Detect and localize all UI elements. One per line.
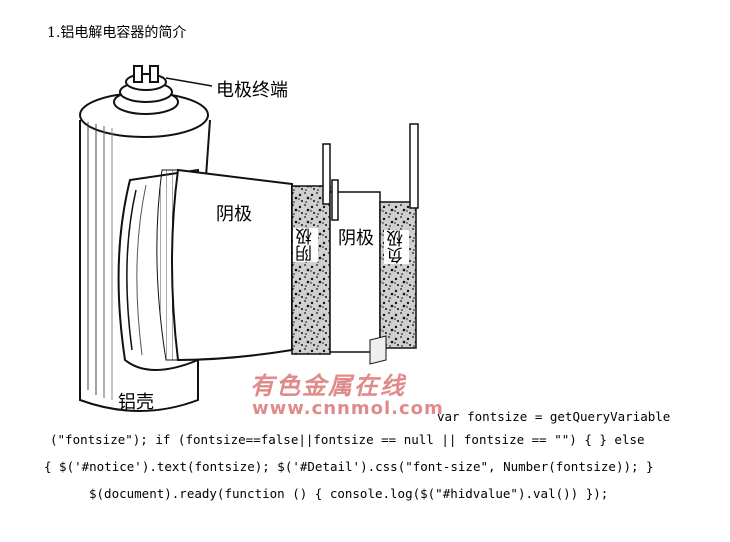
electrode-terminal-shape (113, 65, 213, 115)
script-line: ("fontsize"); if (fontsize==false||fonts… (50, 432, 645, 447)
label-electrode-terminal: 电极终端 (216, 80, 288, 101)
label-cathode-foil: 阴极 (216, 204, 252, 225)
script-line: $(document).ready(function () { console.… (89, 486, 609, 501)
watermark-text: 有色金属在线 (250, 371, 406, 400)
section-heading: 1.铝电解电容器的简介 (47, 25, 187, 41)
label-cathode-strip: 阴极 (293, 228, 318, 262)
label-cathode-middle: 阴极 (338, 224, 374, 250)
script-line: var fontsize = getQueryVariable (437, 409, 671, 424)
script-line: { $('#notice').text(fontsize); $('#Detai… (44, 459, 654, 474)
watermark-url: www.cnnmol.com (252, 398, 444, 419)
capacitor-diagram: 电极终端 阴极 阴极 阴极 负极 铝壳 有色金属在线 www.cnnmol.co… (70, 60, 443, 422)
label-negative: 负极 (384, 230, 409, 264)
label-aluminum-shell: 铝壳 (118, 392, 154, 413)
